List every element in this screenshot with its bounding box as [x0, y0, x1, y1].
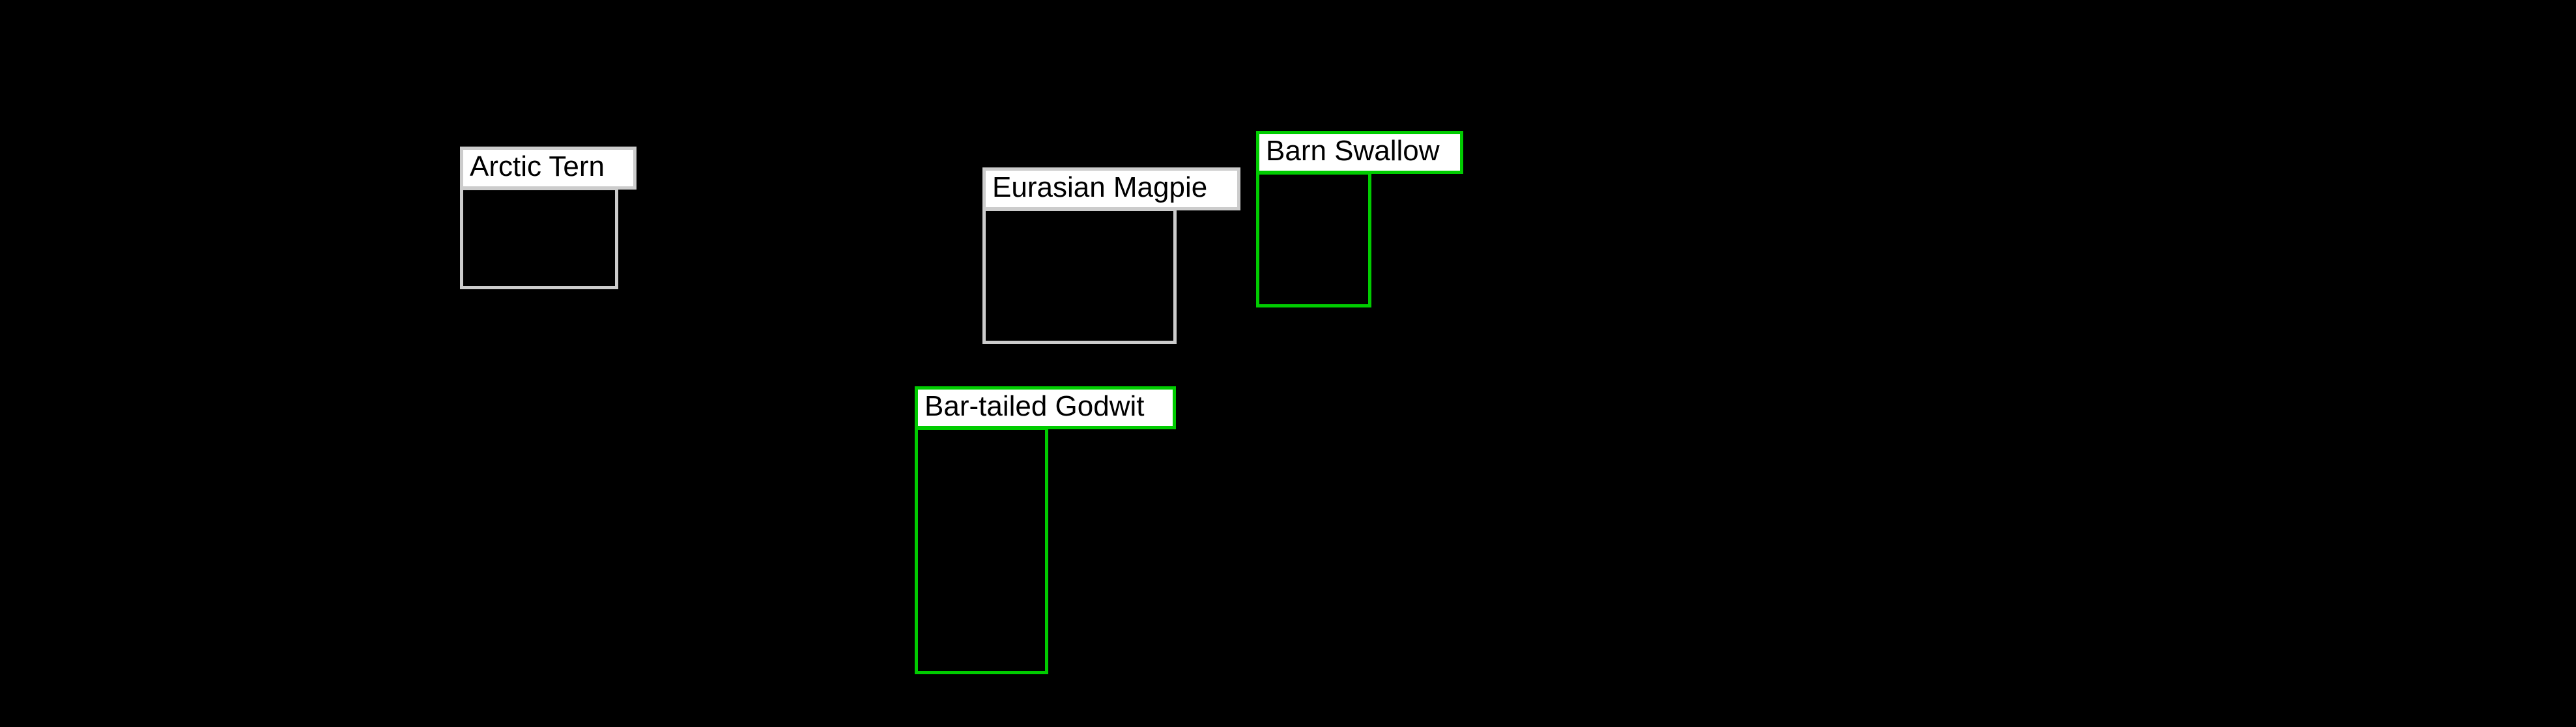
- box-label-arctic-tern: Arctic Tern: [460, 147, 637, 190]
- box-label-bar-tailed-godwit: Bar-tailed Godwit: [915, 386, 1176, 429]
- bounding-box-eurasian-magpie: [982, 208, 1177, 344]
- box-label-barn-swallow: Barn Swallow: [1256, 131, 1463, 174]
- bounding-box-barn-swallow: [1256, 171, 1371, 307]
- bounding-box-arctic-tern: [460, 187, 618, 289]
- bounding-box-bar-tailed-godwit: [915, 427, 1048, 674]
- box-label-eurasian-magpie: Eurasian Magpie: [982, 167, 1240, 210]
